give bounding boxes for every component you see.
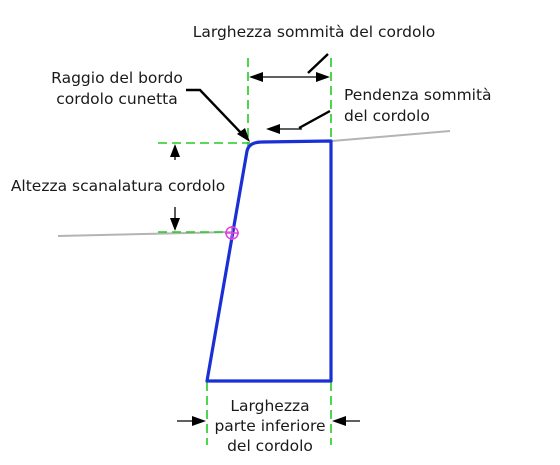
top-width-arrow-left	[249, 72, 263, 82]
label-lip-radius-line1: Raggio del bordo	[51, 69, 183, 87]
label-bottom-width-line3: del cordolo	[227, 437, 313, 455]
lip-radius-arrow-head	[237, 128, 250, 142]
label-top-slope-line2: del cordolo	[344, 107, 430, 125]
bottom-width-arrow-right	[332, 416, 346, 426]
label-bottom-width-line2: parte inferiore	[214, 417, 325, 435]
groove-height-arrow-bottom	[170, 218, 180, 231]
label-top-slope-line1: Pendenza sommità	[344, 86, 492, 104]
label-bottom-width-line1: Larghezza	[230, 397, 309, 415]
label-groove-height: Altezza scanalatura cordolo	[11, 177, 225, 195]
bottom-width-arrow-left	[192, 416, 206, 426]
top-width-leader	[307, 53, 329, 74]
groove-height-arrow-top	[170, 144, 180, 157]
ground-line-right	[331, 130, 451, 142]
curb-outline	[205, 139, 333, 383]
label-lip-radius-line2: cordolo cunetta	[56, 90, 178, 108]
top-width-arrow-right	[316, 72, 330, 82]
top-slope-leader	[298, 109, 331, 130]
label-top-width: Larghezza sommità del cordolo	[193, 23, 436, 41]
top-slope-arrow-head	[266, 124, 280, 134]
attachment-marker-icon	[225, 226, 239, 240]
lip-radius-leader	[186, 88, 244, 136]
